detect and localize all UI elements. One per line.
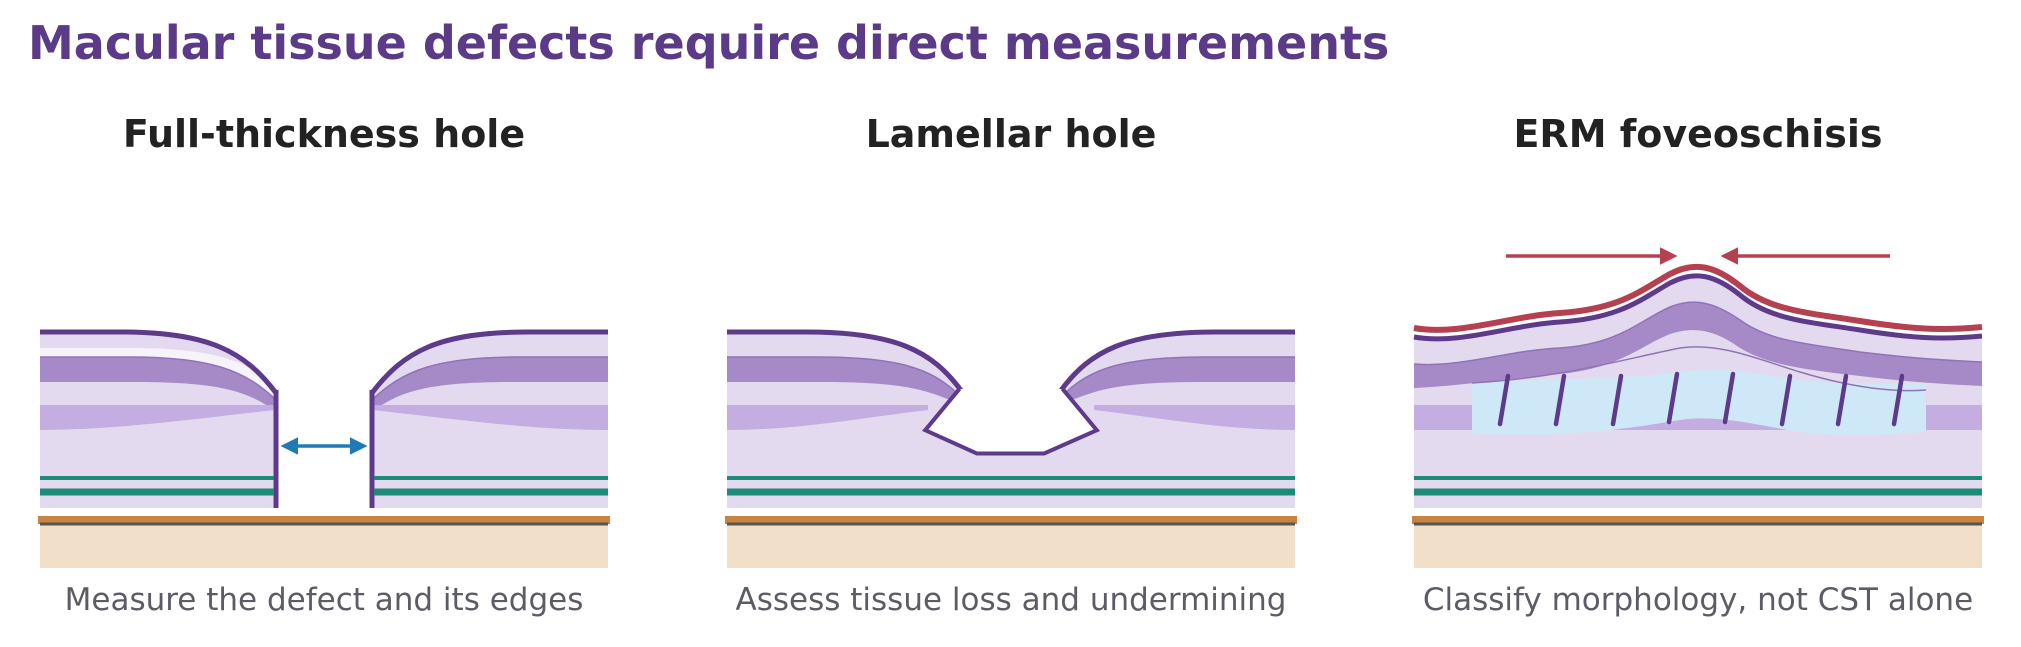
panel-erm-foveoschisis xyxy=(1412,247,1984,568)
schisis-bridging-columns xyxy=(1497,371,1905,427)
choroid-layer xyxy=(40,522,608,568)
ilm-line xyxy=(1413,273,1983,342)
panel-caption-erm-foveoschisis: Classify morphology, not CST alone xyxy=(1422,582,1974,618)
panel-title-full-thickness-hole: Full-thickness hole xyxy=(122,112,526,156)
panel-lamellar-hole xyxy=(725,329,1297,568)
panel-caption-lamellar-hole: Assess tissue loss and undermining xyxy=(735,582,1287,618)
outer-plexiform-layer xyxy=(40,405,276,430)
schisis-fluid xyxy=(1472,369,1926,436)
rpe-layer xyxy=(38,516,610,524)
panel-title-lamellar-hole: Lamellar hole xyxy=(865,112,1157,156)
inner-plexiform-layer xyxy=(40,357,276,412)
ilm-line-left xyxy=(40,329,278,395)
rpe-layer xyxy=(1412,516,1984,524)
panel-title-erm-foveoschisis: ERM foveoschisis xyxy=(1513,112,1883,156)
epiretinal-membrane xyxy=(1413,263,1983,333)
inner-plexiform-layer xyxy=(727,357,957,400)
panel-caption-full-thickness-hole: Measure the defect and its edges xyxy=(64,582,584,618)
rpe-layer xyxy=(725,516,1297,524)
outer-plexiform-layer xyxy=(727,405,928,430)
figure-title: Macular tissue defects require direct me… xyxy=(28,16,1390,70)
ilm-line-right xyxy=(370,329,608,395)
lamellar-defect xyxy=(923,388,1099,455)
choroid-layer xyxy=(1414,522,1982,568)
choroid-layer xyxy=(727,522,1295,568)
panel-full-thickness-hole xyxy=(38,329,610,568)
inner-plexiform-layer xyxy=(1414,302,1982,388)
